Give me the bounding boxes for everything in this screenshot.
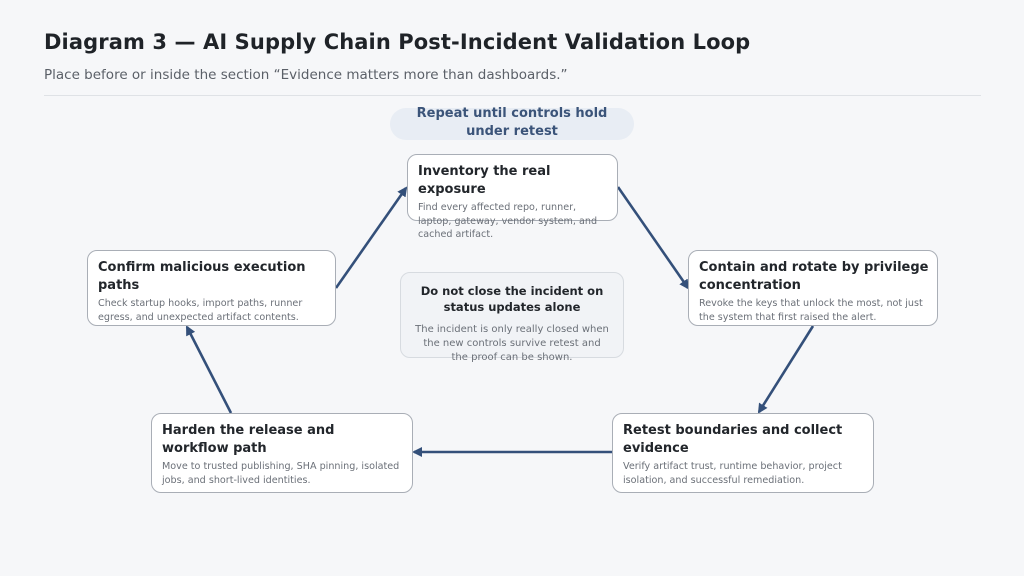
edge-contain-to-retest — [757, 325, 815, 414]
node-inventory-box — [407, 154, 618, 221]
center-note-box — [400, 272, 624, 358]
node-retest-box — [612, 413, 874, 493]
loop-label: Repeat until controls hold under retest — [390, 105, 634, 141]
edge-harden-to-confirm — [185, 325, 233, 414]
node-title: Confirm malicious execution paths — [98, 260, 306, 293]
node-description: Verify artifact trust, runtime behavior,… — [623, 461, 842, 486]
node-confirm: Confirm malicious execution paths Check … — [98, 259, 334, 324]
node-inventory: Inventory the real exposure Find every a… — [418, 163, 618, 242]
node-title: Retest boundaries and collect evidence — [623, 423, 843, 456]
page-subtitle: Place before or inside the section “Evid… — [44, 67, 568, 83]
header-divider — [44, 95, 981, 96]
node-title: Inventory the real exposure — [418, 164, 551, 197]
node-title: Contain and rotate by privilege concentr… — [699, 260, 929, 293]
loop-label-pill — [390, 108, 634, 140]
center-note: Do not close the incident on status upda… — [400, 284, 624, 365]
page-title: Diagram 3 — AI Supply Chain Post-Inciden… — [44, 30, 751, 54]
edge-inventory-to-contain — [616, 186, 690, 290]
center-note-title: Do not close the incident on status upda… — [420, 284, 604, 314]
edge-confirm-to-inventory — [334, 186, 408, 289]
node-title: Harden the release and workflow path — [162, 423, 335, 456]
node-description: Check startup hooks, import paths, runne… — [98, 298, 303, 323]
node-contain-box — [688, 250, 938, 326]
loop-label-line: Repeat until controls hold — [416, 106, 608, 121]
node-harden: Harden the release and workflow path Mov… — [162, 422, 410, 487]
node-description: Move to trusted publishing, SHA pinning,… — [162, 461, 400, 486]
node-description: Revoke the keys that unlock the most, no… — [699, 298, 923, 323]
node-harden-box — [151, 413, 413, 493]
node-contain: Contain and rotate by privilege concentr… — [699, 259, 935, 324]
center-note-description: The incident is only really closed when … — [415, 324, 609, 363]
node-confirm-box — [87, 250, 336, 326]
loop-label-line: under retest — [466, 124, 558, 139]
node-retest: Retest boundaries and collect evidence V… — [623, 422, 871, 487]
node-description: Find every affected repo, runner, laptop… — [418, 202, 598, 240]
